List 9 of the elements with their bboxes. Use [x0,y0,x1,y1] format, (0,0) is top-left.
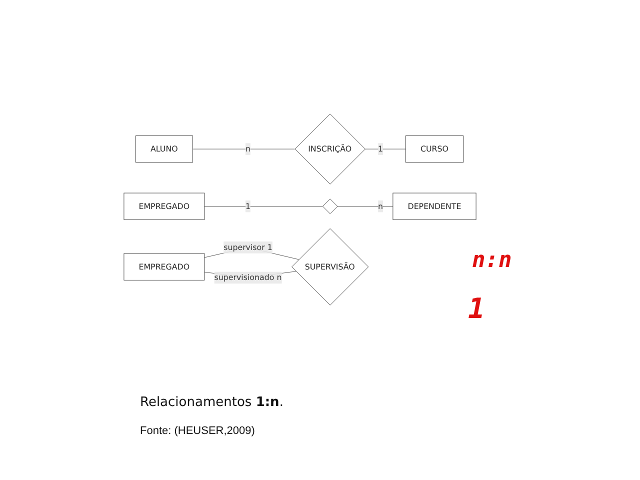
connector [337,206,394,208]
handwritten-note: 1 [468,292,485,325]
caption: Relacionamentos 1:n. [140,395,284,410]
source-note: Fonte: (HEUSER,2009) [140,425,255,437]
connector [192,149,296,150]
connector [204,206,323,208]
handwritten-note: n:n [472,248,512,273]
connector [364,149,406,150]
node-diamond [322,199,338,214]
